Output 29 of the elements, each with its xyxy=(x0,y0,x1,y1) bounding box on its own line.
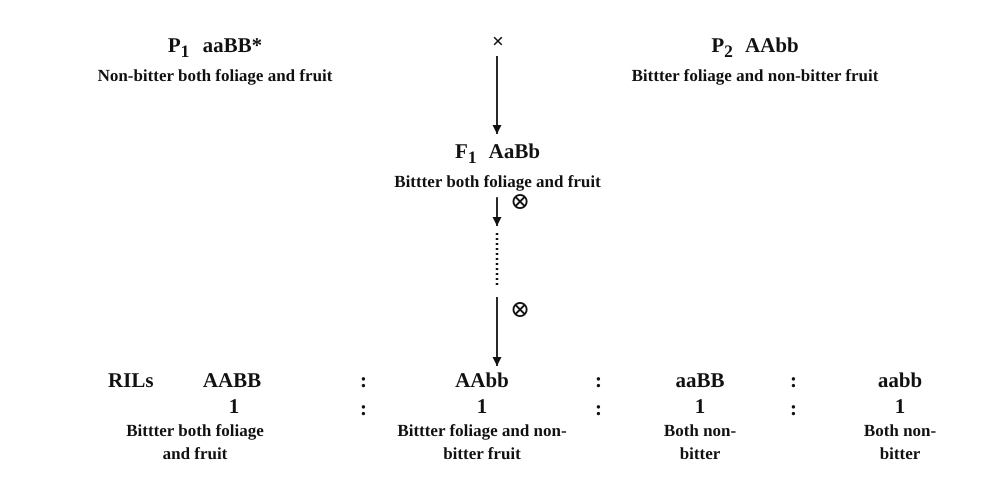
ril-genotype: aaBB xyxy=(674,367,726,393)
arrow xyxy=(492,56,502,134)
ratio-colon: : xyxy=(595,396,602,420)
f1-genotype: F$_{1}$ AaBb xyxy=(454,138,542,170)
ril-genotype: AAbb xyxy=(454,367,510,393)
ril-phenotype: Both non-bitter xyxy=(862,420,938,465)
ratio-value: 1 xyxy=(894,393,906,419)
ril-genotype: aabb xyxy=(876,367,924,393)
ratio-colon: : xyxy=(360,368,367,392)
ratio-colon: : xyxy=(790,368,797,392)
parent-genotype: P$_{2}$ AAbb xyxy=(710,32,800,64)
parent-genotype: P$_{1}$ aaBB* xyxy=(166,32,264,64)
ratio-colon: : xyxy=(360,396,367,420)
ratio-value: 1 xyxy=(228,393,240,419)
ratio-value: 1 xyxy=(694,393,706,419)
arrow xyxy=(492,197,502,226)
ril-phenotype: Bittter both foliage and fruit xyxy=(125,420,265,465)
ril-phenotype: Bittter foliage and non-bitter fruit xyxy=(397,420,567,465)
ratio-colon: : xyxy=(595,368,602,392)
parent-phenotype: Non-bitter both foliage and fruit xyxy=(96,65,334,88)
cross-sign: × xyxy=(491,28,505,54)
population-label: RILs xyxy=(108,368,154,392)
ratio-value: 1 xyxy=(476,393,488,419)
arrow xyxy=(492,297,502,366)
selfing-symbol: ⊗ xyxy=(510,298,530,322)
ril-phenotype: Both non-bitter xyxy=(662,420,738,465)
parent-phenotype: Bittter foliage and non-bitter fruit xyxy=(630,65,880,88)
ratio-colon: : xyxy=(790,396,797,420)
ril-genotype: AABB xyxy=(202,367,262,393)
